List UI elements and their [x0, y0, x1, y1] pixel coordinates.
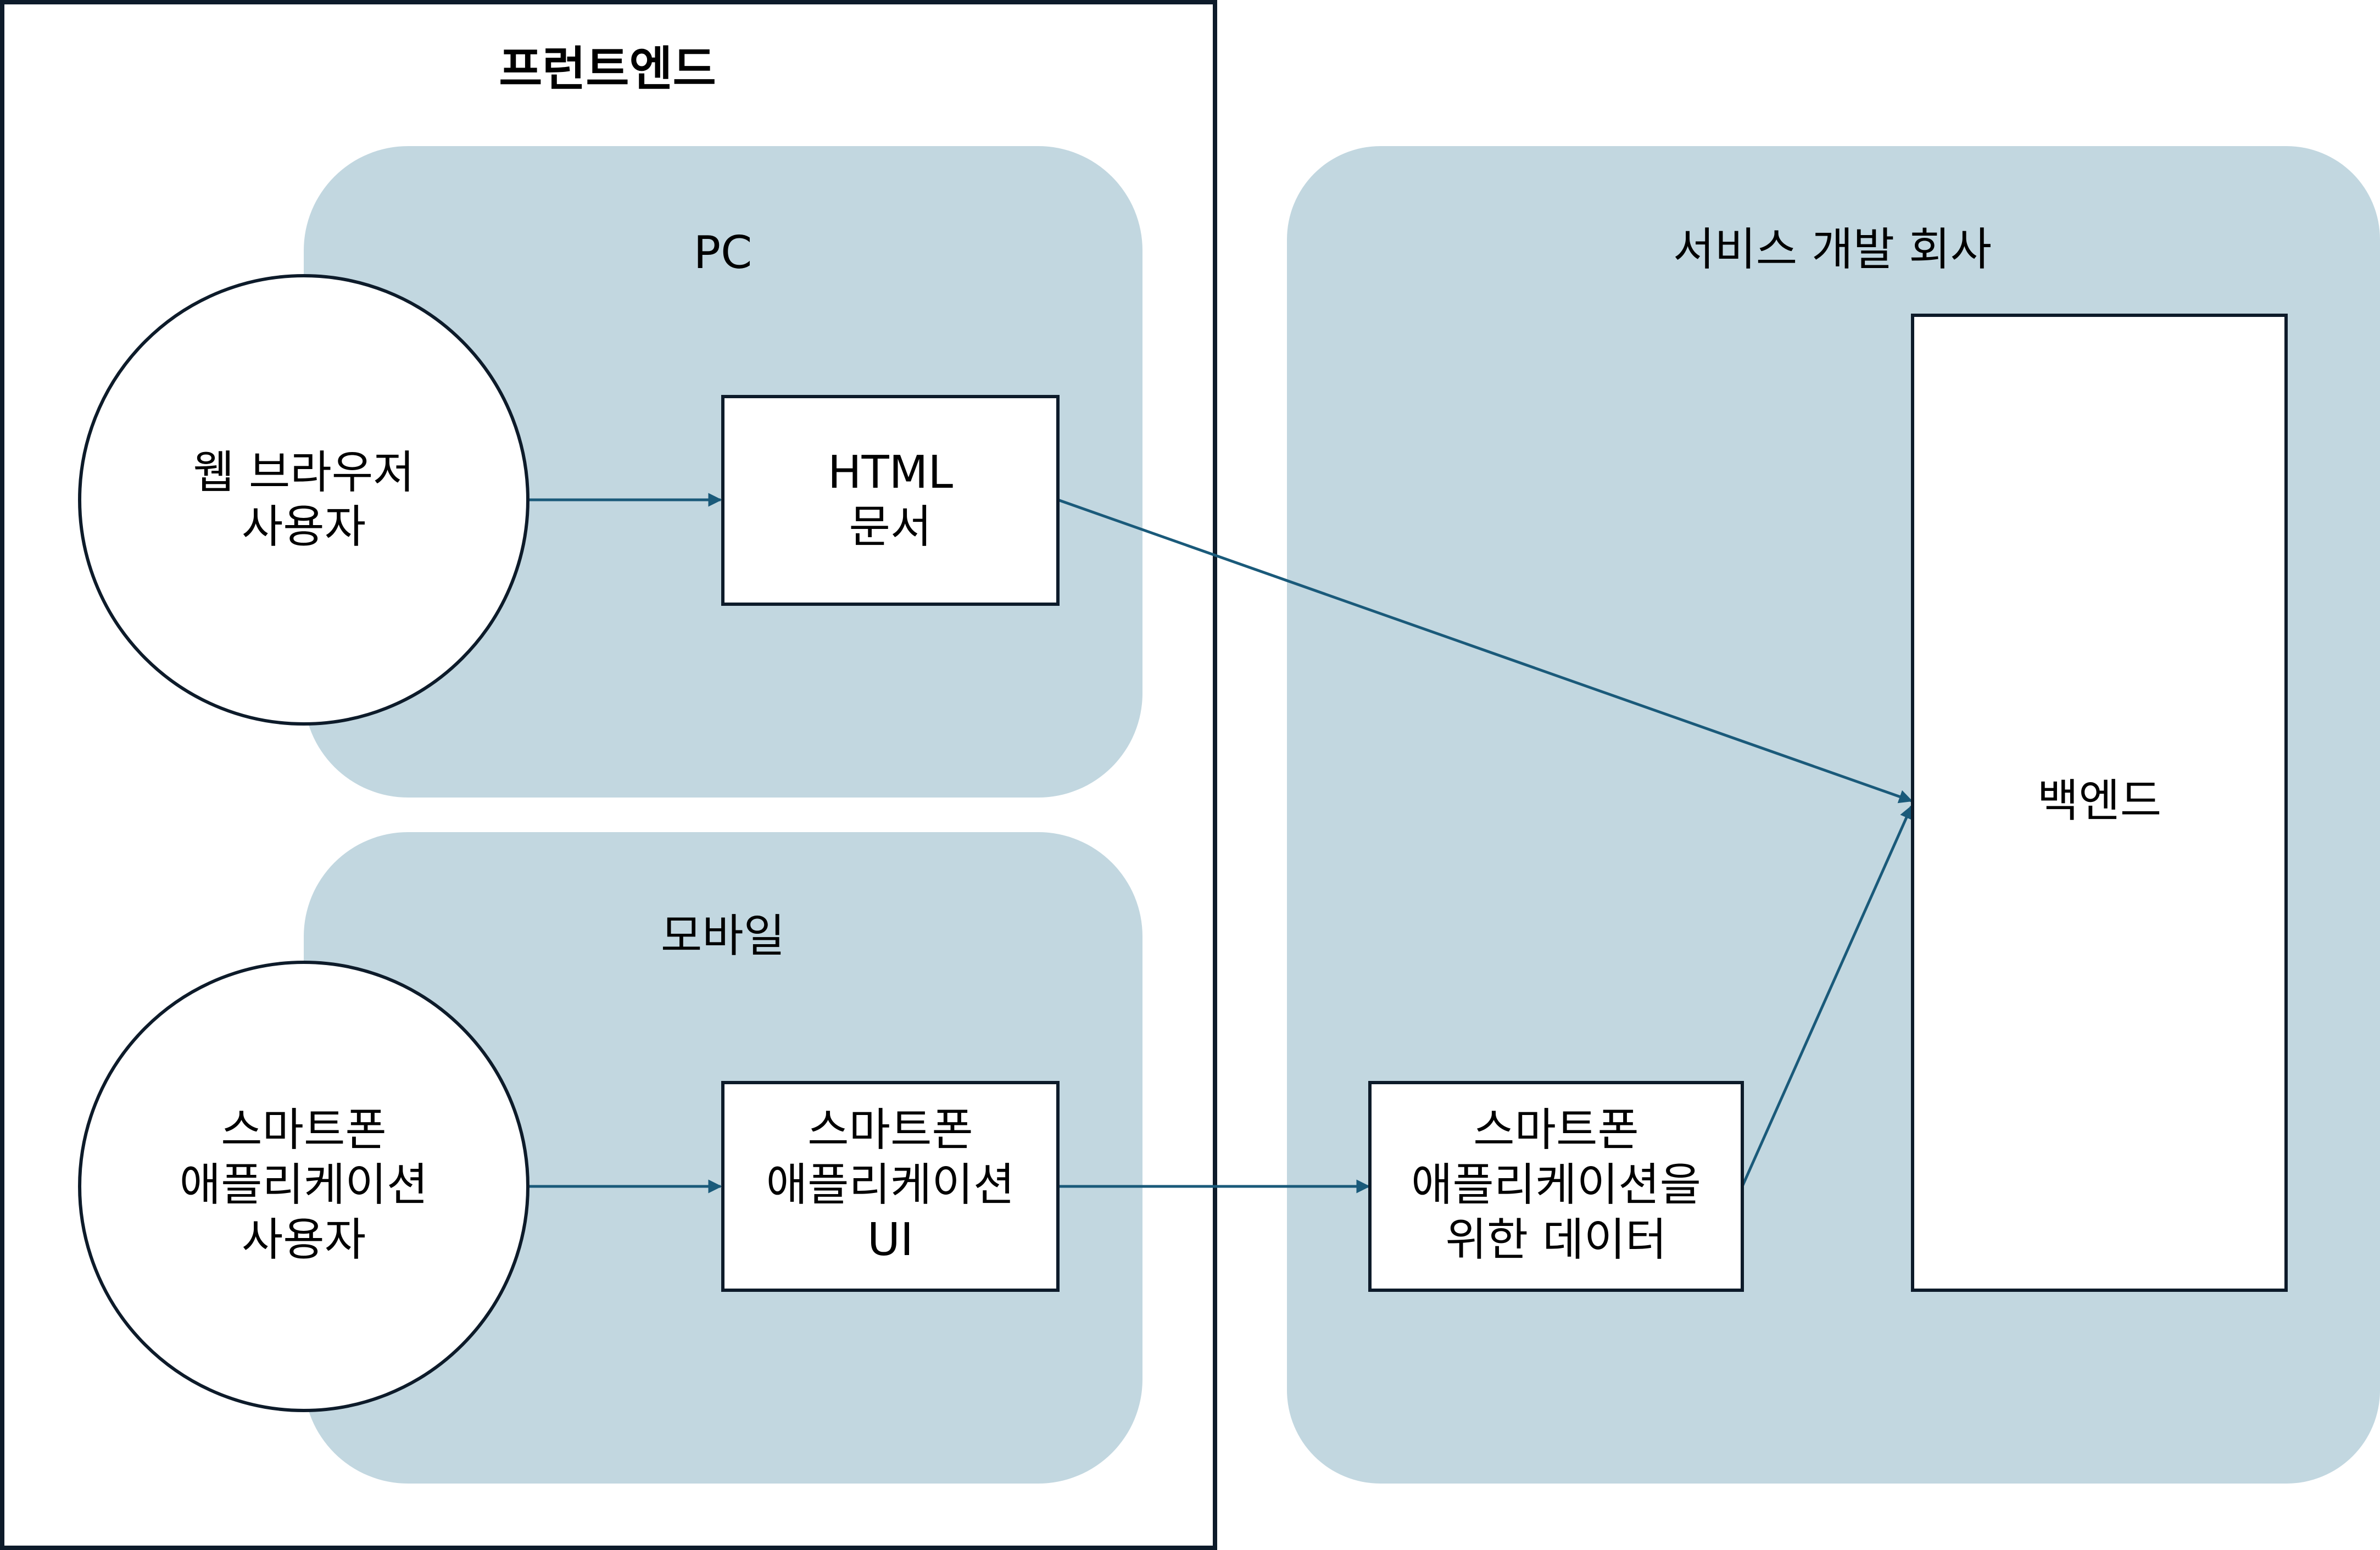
app-user-label-line-1: 스마트폰	[221, 1104, 387, 1156]
html-doc-box	[721, 395, 1060, 606]
app-data-box	[1368, 1081, 1744, 1292]
app-ui-label-line-1: 스마트폰	[807, 1104, 973, 1156]
svg-text:사용자: 사용자	[242, 501, 366, 553]
svg-text:백엔드: 백엔드	[2037, 775, 2161, 827]
svg-text:문서: 문서	[849, 501, 932, 553]
svg-text:스마트폰: 스마트폰	[221, 1104, 387, 1156]
frontend-title: 프런트엔드	[499, 42, 716, 97]
edge-html-doc-to-backend	[1057, 498, 1913, 804]
app-ui-label-line-2: 애플리케이션	[766, 1159, 1015, 1211]
svg-text:웹 브라우저: 웹 브라우저	[193, 447, 414, 499]
svg-text:스마트폰: 스마트폰	[1473, 1104, 1639, 1156]
svg-text:사용자: 사용자	[242, 1214, 366, 1266]
svg-text:애플리케이션을: 애플리케이션을	[1411, 1159, 1701, 1211]
frontend-frame	[0, 0, 1217, 1550]
web-user-label-line-1: 웹 브라우저	[193, 447, 414, 499]
node-app-data: 스마트폰 애플리케이션을 위한 데이터	[1368, 1081, 1744, 1292]
svg-text:애플리케이션: 애플리케이션	[180, 1159, 428, 1211]
app-user-label-line-3: 사용자	[242, 1214, 366, 1266]
app-data-label-line-2: 애플리케이션을	[1411, 1159, 1701, 1211]
svg-text:위한 데이터: 위한 데이터	[1445, 1214, 1666, 1266]
svg-text:스마트폰: 스마트폰	[807, 1104, 973, 1156]
app-ui-box	[721, 1081, 1060, 1292]
mobile-group-title: 모바일	[661, 910, 785, 962]
node-app-user: 스마트폰 애플리케이션 사용자	[78, 961, 529, 1412]
app-ui-label-line-3: UI	[867, 1214, 913, 1266]
pc-group-title: PC	[694, 227, 753, 279]
web-user-label-line-2: 사용자	[242, 501, 366, 553]
app-user-label-line-2: 애플리케이션	[180, 1159, 428, 1211]
html-doc-label-line-2: 문서	[849, 501, 932, 553]
company-group-title: 서비스 개발 회사	[1673, 224, 1992, 276]
html-doc-label-line-1: HTML	[828, 447, 953, 499]
app-user-circle	[78, 961, 529, 1412]
app-data-label-line-1: 스마트폰	[1473, 1104, 1639, 1156]
node-web-user: 웹 브라우저 사용자	[78, 274, 529, 726]
backend-label: 백엔드	[2037, 775, 2161, 827]
node-backend: 백엔드	[1911, 314, 2288, 1292]
node-app-ui: 스마트폰 애플리케이션 UI	[721, 1081, 1060, 1292]
node-html-doc: HTML 문서	[721, 395, 1060, 606]
svg-text:HTML: HTML	[828, 447, 953, 499]
web-user-circle	[78, 274, 529, 726]
edge-app-data-to-backend	[1741, 805, 1913, 1187]
svg-text:애플리케이션: 애플리케이션	[766, 1159, 1015, 1211]
svg-text:UI: UI	[867, 1214, 913, 1266]
app-data-label-line-3: 위한 데이터	[1445, 1214, 1666, 1266]
backend-box	[1911, 314, 2288, 1292]
